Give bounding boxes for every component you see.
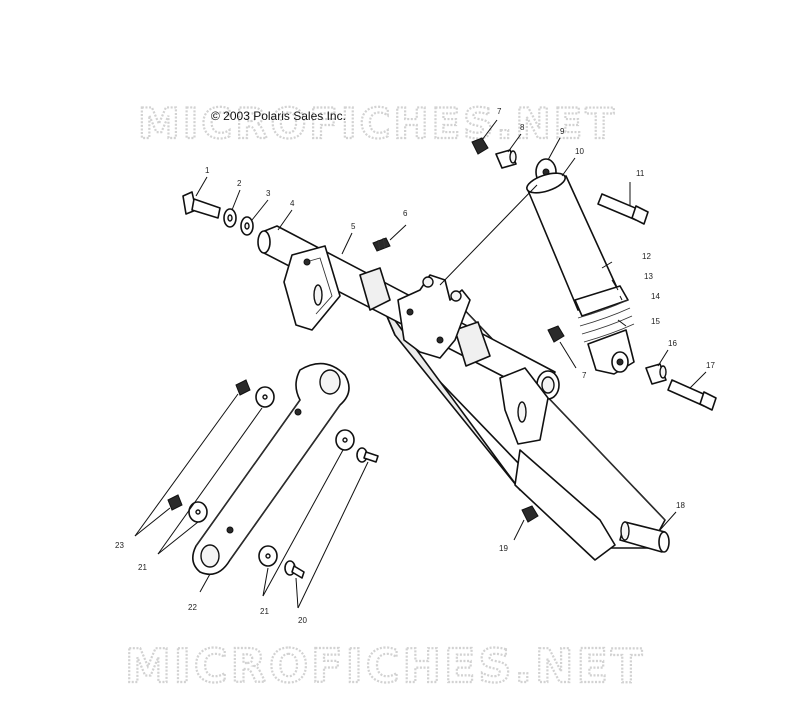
callout-16: 16 [668,339,677,348]
callout-3: 3 [266,189,271,198]
watermark-top: MICROFICHES.NET [138,99,617,148]
nut-19 [521,505,539,523]
callout-21-left: 21 [138,563,147,572]
callout-7-lower: 7 [582,371,587,380]
callout-12: 12 [642,252,651,261]
callout-4: 4 [290,199,295,208]
callout-labels: 1 2 3 4 5 6 7 8 9 10 11 12 13 14 15 7 16… [115,107,715,625]
bolt-17 [667,379,717,411]
callout-20: 20 [298,616,307,625]
screw-20a [356,447,379,463]
nut-23a [235,379,251,396]
bolt-1 [182,191,221,219]
bracket-left [283,245,341,331]
nut-23b [167,494,183,511]
nut-7-lower [547,325,565,343]
callout-1: 1 [205,166,210,175]
callout-18: 18 [676,501,685,510]
bushing-8 [495,149,517,169]
callout-11: 11 [636,169,645,178]
callout-2: 2 [237,179,242,188]
copyright-text: © 2003 Polaris Sales Inc. [211,109,346,123]
bracket-middle [397,274,471,359]
callout-13: 13 [644,272,653,281]
nut-7-top [471,137,489,155]
leader-lines [134,119,707,609]
bolt-11 [597,193,649,225]
screw-20b [284,560,305,579]
callout-21-right: 21 [260,607,269,616]
bracket-right [499,367,549,445]
callout-19: 19 [499,544,508,553]
callout-10: 10 [575,147,584,156]
bushing-16 [645,363,667,385]
link-arm [192,362,350,576]
callout-17: 17 [706,361,715,370]
shock-absorber [526,158,635,375]
callout-6: 6 [403,209,408,218]
clip-6 [372,237,391,252]
rear-axle [619,521,670,553]
callout-7-top: 7 [497,107,502,116]
callout-8: 8 [520,123,525,132]
callout-9: 9 [560,127,565,136]
callout-23: 23 [115,541,124,550]
callout-22: 22 [188,603,197,612]
watermark-bottom: MICROFICHES.NET [125,639,645,693]
callout-15: 15 [651,317,660,326]
callout-14: 14 [651,292,660,301]
callout-5: 5 [351,222,356,231]
